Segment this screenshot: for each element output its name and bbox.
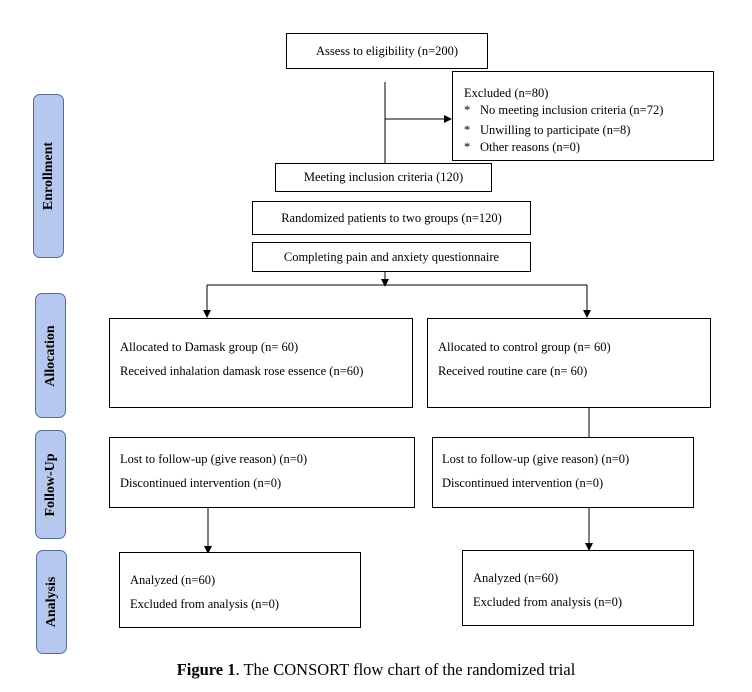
excluded-bullet: * bbox=[464, 140, 471, 154]
randomized-box: Randomized patients to two groups (n=120… bbox=[252, 201, 531, 235]
allocation-damask-box: Allocated to Damask group (n= 60) Receiv… bbox=[109, 318, 413, 408]
analysis-right-line-2: Excluded from analysis (n=0) bbox=[473, 595, 623, 609]
allocation-damask-line-1: Allocated to Damask group (n= 60) bbox=[120, 340, 299, 354]
analysis-left-line-1: Analyzed (n=60) bbox=[130, 573, 216, 587]
followup-right-box: Lost to follow-up (give reason) (n=0) Di… bbox=[432, 437, 694, 508]
stage-analysis-label: Analysis bbox=[43, 576, 59, 628]
stage-allocation: Allocation bbox=[35, 293, 66, 418]
followup-left-box: Lost to follow-up (give reason) (n=0) Di… bbox=[109, 437, 415, 508]
meeting-criteria-box: Meeting inclusion criteria (120) bbox=[275, 163, 492, 192]
excluded-item: No meeting inclusion criteria (n=72) bbox=[480, 103, 664, 117]
analysis-right-line-1: Analyzed (n=60) bbox=[473, 571, 559, 585]
excluded-box: Excluded (n=80) * No meeting inclusion c… bbox=[452, 71, 714, 161]
stage-analysis: Analysis bbox=[36, 550, 67, 654]
figure-caption-text: . The CONSORT flow chart of the randomiz… bbox=[235, 660, 576, 679]
followup-right-line-1: Lost to follow-up (give reason) (n=0) bbox=[442, 452, 630, 466]
stage-follow-up: Follow-Up bbox=[35, 430, 66, 539]
stage-enrollment: Enrollment bbox=[33, 94, 64, 258]
allocation-control-line-1: Allocated to control group (n= 60) bbox=[438, 340, 611, 354]
meeting-criteria-text: Meeting inclusion criteria (120) bbox=[303, 170, 464, 184]
assess-eligibility-text: Assess to eligibility (n=200) bbox=[315, 43, 459, 58]
allocation-control-box: Allocated to control group (n= 60) Recei… bbox=[427, 318, 711, 408]
excluded-item: Other reasons (n=0) bbox=[480, 140, 581, 154]
excluded-title: Excluded (n=80) bbox=[464, 86, 549, 100]
excluded-item: Unwilling to participate (n=8) bbox=[480, 123, 631, 137]
figure-caption-label: Figure 1 bbox=[176, 660, 236, 679]
allocation-damask-line-2: Received inhalation damask rose essence … bbox=[120, 364, 364, 378]
randomized-text: Randomized patients to two groups (n=120… bbox=[281, 210, 502, 225]
questionnaire-text: Completing pain and anxiety questionnair… bbox=[283, 249, 500, 264]
figure-caption: Figure 1. The CONSORT flow chart of the … bbox=[0, 660, 752, 680]
assess-eligibility-box: Assess to eligibility (n=200) bbox=[286, 33, 488, 69]
allocation-control-line-2: Received routine care (n= 60) bbox=[438, 364, 588, 378]
analysis-right-box: Analyzed (n=60) Excluded from analysis (… bbox=[462, 550, 694, 626]
followup-left-line-1: Lost to follow-up (give reason) (n=0) bbox=[120, 452, 308, 466]
stage-enrollment-label: Enrollment bbox=[40, 141, 56, 211]
followup-left-line-2: Discontinued intervention (n=0) bbox=[120, 476, 282, 490]
stage-allocation-label: Allocation bbox=[42, 324, 58, 387]
excluded-bullet: * bbox=[464, 103, 471, 117]
analysis-left-box: Analyzed (n=60) Excluded from analysis (… bbox=[119, 552, 361, 628]
followup-right-line-2: Discontinued intervention (n=0) bbox=[442, 476, 604, 490]
excluded-bullet: * bbox=[464, 123, 471, 137]
questionnaire-box: Completing pain and anxiety questionnair… bbox=[252, 242, 531, 272]
stage-follow-up-label: Follow-Up bbox=[42, 453, 58, 516]
analysis-left-line-2: Excluded from analysis (n=0) bbox=[130, 597, 280, 611]
